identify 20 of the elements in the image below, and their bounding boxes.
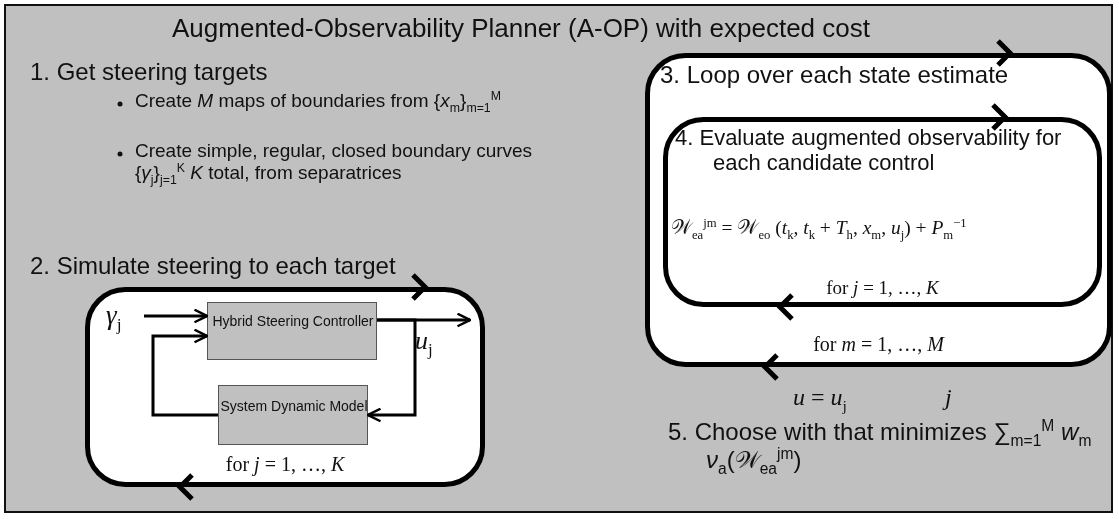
box-label: Hybrid Steering Controller: [211, 313, 375, 330]
step-heading: 1. Get steering targets: [30, 58, 269, 86]
node-heading: 2. Simulate steering to each target: [30, 252, 397, 280]
loop-label: for j = 1, …, K: [224, 453, 346, 476]
node-heading: 4. Evaluate augmented observability for each candidate control: [675, 125, 1063, 176]
process-box: [207, 302, 377, 360]
process-box: [218, 385, 368, 445]
loop-box: [663, 117, 1102, 307]
arrow: [366, 318, 417, 423]
input-label: γ$_{j}$: [106, 300, 140, 332]
loop-label: for m = 1, …, M: [812, 333, 946, 356]
step-text: 5. Choose with that minimizes ∑$_{m=1}$$^{M}$ w$_{m}$ ν$_{a}$(𝒲$_{ea}$$^{jm}$): [668, 418, 1093, 474]
box-label: System Dynamic Model: [219, 398, 369, 415]
node-heading: 3. Loop over each state estimate: [660, 61, 1010, 89]
formula: u = u$_{j}$: [793, 384, 848, 412]
arrow: [144, 308, 209, 324]
title: Augmented-Observability Planner (A-OP) with expected cost: [172, 14, 870, 44]
arrow: [151, 328, 218, 417]
loop-box: [645, 53, 1112, 367]
loop-label: for j = 1, …, K: [825, 277, 941, 299]
